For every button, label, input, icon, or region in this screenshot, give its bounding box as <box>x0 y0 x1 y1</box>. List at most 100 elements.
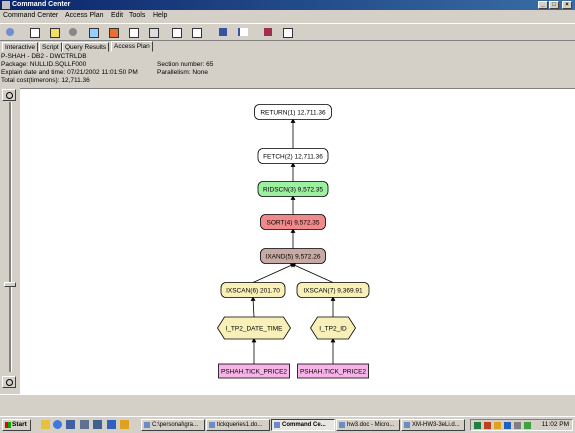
task-label: hw3.doc - Micro... <box>347 422 395 428</box>
plan-node-label: PSHAH.TICK_PRICE2 <box>300 369 366 376</box>
tab-strip: Interactive Script Query Results Access … <box>0 41 575 52</box>
zoom-out-icon[interactable] <box>2 376 16 388</box>
menu-help[interactable]: Help <box>153 12 168 19</box>
history-icon[interactable] <box>67 26 79 38</box>
app-icon-1[interactable] <box>80 420 89 429</box>
app-icon-2[interactable] <box>93 420 102 429</box>
task-label: Command Ce... <box>282 422 326 428</box>
help-icon[interactable] <box>281 26 293 38</box>
plan-node-shape <box>260 214 326 230</box>
app-icon-3[interactable] <box>107 420 116 429</box>
tab-script[interactable]: Script <box>39 42 62 52</box>
list-icon[interactable] <box>170 26 182 38</box>
plan-node-return[interactable]: RETURN(1) 12,711.36 <box>254 104 332 120</box>
window-titlebar[interactable]: Command Center _ □ × <box>0 0 575 10</box>
plan-node-ixscan[interactable]: IXSCAN(7) 9,369.91 <box>296 282 370 298</box>
menu-edit[interactable]: Edit <box>111 12 124 19</box>
plan-node-label: SORT(4) 9,572.35 <box>267 220 320 227</box>
plan-node-shape <box>254 104 332 120</box>
execute-icon[interactable] <box>4 26 16 38</box>
maximize-button[interactable]: □ <box>549 1 559 9</box>
tray-app-icon[interactable] <box>484 422 491 429</box>
minimize-button[interactable]: _ <box>538 1 548 9</box>
menu-tools[interactable]: Tools <box>129 12 146 19</box>
tab-query-results[interactable]: Query Results <box>62 42 110 52</box>
plan-node-ixand[interactable]: IXAND(5) 9,572.26 <box>260 248 326 264</box>
zoom-in-icon[interactable] <box>2 89 16 101</box>
plan-node-table[interactable]: PSHAH.TICK_PRICE2 <box>297 363 369 379</box>
taskbar: Start C:\personal\gra... tickqueries1.do… <box>0 416 575 433</box>
task-hw3-doc[interactable]: hw3.doc - Micro... <box>336 419 400 431</box>
desktop-icon[interactable] <box>41 420 50 429</box>
print-icon[interactable] <box>127 26 139 38</box>
plan-node-label: PSHAH.TICK_PRICE2 <box>221 369 287 376</box>
copy-icon[interactable] <box>107 26 119 38</box>
plan-node-index[interactable]: I_TP2_ID <box>310 316 356 340</box>
tree-connect-icon[interactable] <box>236 26 248 38</box>
plan-node-shape <box>297 363 369 379</box>
plan-node-sort[interactable]: SORT(4) 9,572.35 <box>260 214 326 230</box>
package-label: Package: NULLID.SQLLF000 <box>1 61 87 68</box>
plan-node-label: IXAND(5) 9,572.26 <box>266 254 321 261</box>
tray-app-icon[interactable] <box>504 422 511 429</box>
zoom-panel <box>0 88 20 394</box>
plan-edge <box>250 296 256 318</box>
plan-node-label: I_TP2_DATE_TIME <box>226 326 284 333</box>
scrapbook-icon[interactable] <box>28 26 40 38</box>
menu-bar: Command Center Access Plan Edit Tools He… <box>0 11 575 22</box>
outlook-icon[interactable] <box>66 420 75 429</box>
plan-node-label: IXSCAN(7) 9,369.91 <box>303 288 363 295</box>
image-icon[interactable] <box>87 26 99 38</box>
section-number: Section number: 65 <box>157 61 214 68</box>
window-title: Command Center <box>12 1 71 8</box>
app-icon <box>2 1 10 9</box>
total-cost: Total cost(timerons): 12,711.36 <box>1 77 90 84</box>
network-icon[interactable] <box>474 422 481 429</box>
task-xm-hw3[interactable]: XM-HW3-3eLi.d... <box>401 419 465 431</box>
plan-node-label: I_TP2_ID <box>319 326 347 333</box>
control-center-icon[interactable] <box>217 26 229 38</box>
volume-icon[interactable] <box>514 422 521 429</box>
plan-node-shape <box>220 282 286 298</box>
windows-logo-icon <box>5 422 11 428</box>
browser-icon[interactable] <box>53 420 62 429</box>
close-button[interactable]: × <box>562 1 572 9</box>
tray-app-icon[interactable] <box>494 422 501 429</box>
plan-edge <box>252 263 296 283</box>
task-command-center[interactable]: Command Ce... <box>271 419 335 431</box>
plan-node-label: RIDSCN(3) 9,572.35 <box>263 187 323 194</box>
plan-node-shape <box>257 181 329 197</box>
tray-app-icon[interactable] <box>524 422 531 429</box>
plan-node-shape <box>260 248 326 264</box>
start-label: Start <box>12 421 27 428</box>
toolbar <box>0 23 575 41</box>
clock: 11:02 PM <box>541 421 569 428</box>
plan-node-index[interactable]: I_TP2_DATE_TIME <box>217 316 291 340</box>
plan-node-fetch[interactable]: FETCH(2) 12,711.36 <box>257 148 329 164</box>
db-label: P-SHAH - DB2 - DWCTRLDB <box>1 53 87 60</box>
menu-access-plan[interactable]: Access Plan <box>65 12 104 19</box>
plan-node-ridscn[interactable]: RIDSCN(3) 9,572.35 <box>257 181 329 197</box>
task-label: C:\personal\gra... <box>152 422 199 428</box>
settings-icon[interactable] <box>147 26 159 38</box>
zoom-thumb[interactable] <box>4 282 16 287</box>
zoom-track[interactable] <box>9 102 12 372</box>
script-icon[interactable] <box>48 26 60 38</box>
tree-icon[interactable] <box>190 26 202 38</box>
task-personal[interactable]: C:\personal\gra... <box>141 419 205 431</box>
tools-icon[interactable] <box>262 26 274 38</box>
task-tickqueries[interactable]: tickqueries1.do... <box>206 419 270 431</box>
tab-access-plan[interactable]: Access Plan <box>111 41 153 52</box>
menu-command-center[interactable]: Command Center <box>3 12 59 19</box>
start-button[interactable]: Start <box>2 419 31 431</box>
app-icon-4[interactable] <box>120 420 129 429</box>
plan-node-shape <box>257 148 329 164</box>
plan-node-table[interactable]: PSHAH.TICK_PRICE2 <box>218 363 290 379</box>
plan-edge <box>290 263 334 283</box>
system-tray: 11:02 PM <box>470 419 573 431</box>
plan-node-shape <box>296 282 370 298</box>
plan-node-ixscan[interactable]: IXSCAN(6) 201.70 <box>220 282 286 298</box>
tab-interactive[interactable]: Interactive <box>2 42 38 52</box>
task-label: tickqueries1.do... <box>217 422 263 428</box>
